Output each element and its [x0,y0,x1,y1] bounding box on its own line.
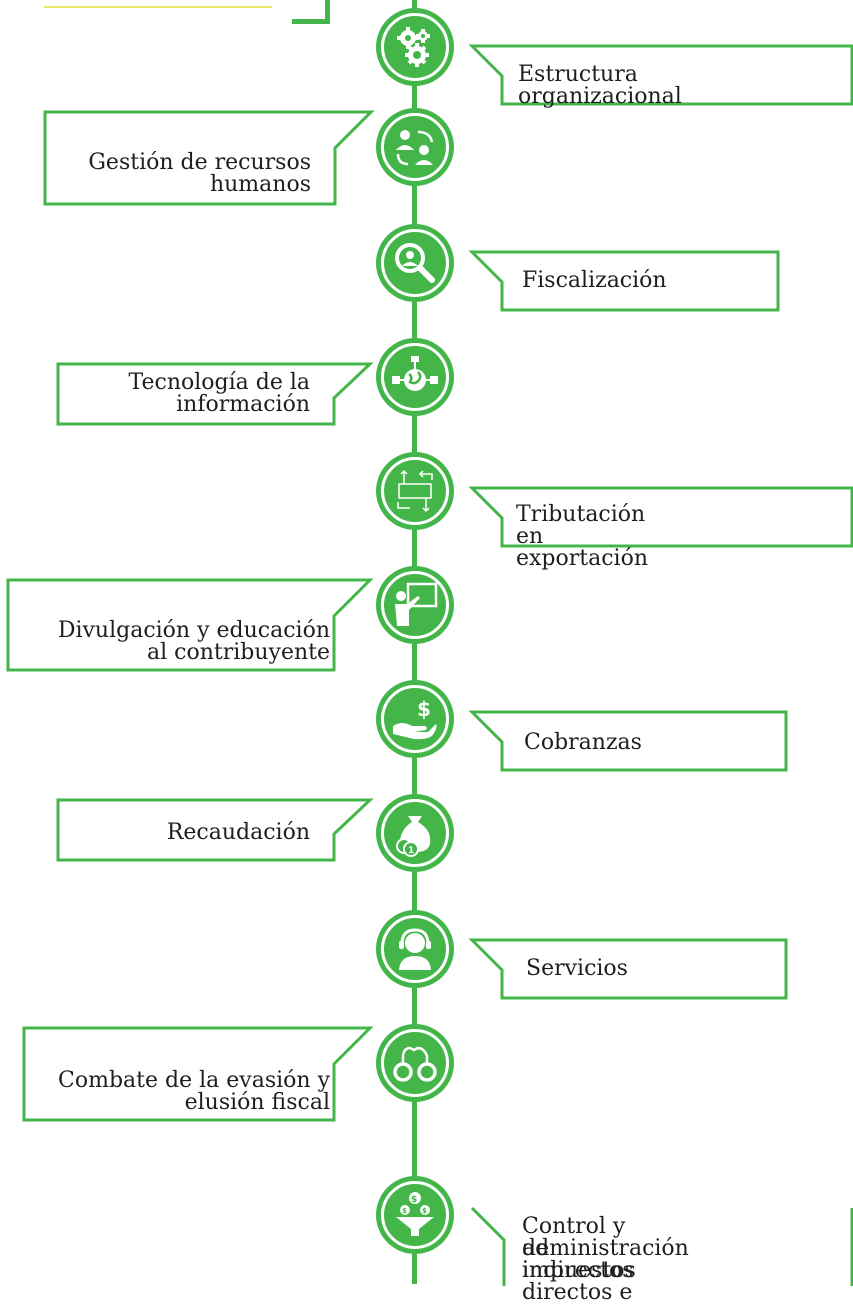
item-label-line2: elusión fiscal [184,1090,330,1115]
top-bracket [292,0,330,24]
node-9 [376,910,454,988]
node-8: 1 [376,794,454,872]
top-divider [44,6,272,8]
globe-network-icon [392,356,438,391]
svg-text:$: $ [422,1207,427,1215]
node-3 [376,224,454,302]
item-label: Estructura organizacional [518,62,682,109]
item-label: Fiscalización [522,268,667,293]
headset-agent-icon [399,928,431,970]
node-6 [376,566,454,644]
svg-text:1: 1 [408,846,414,856]
node-7: $ [376,680,454,758]
item-label-line1: Divulgación y educación [57,618,330,643]
people-exchange-icon [396,130,434,166]
svg-text:$: $ [417,697,431,721]
money-bag-icon: 1 [396,816,431,857]
item-label: Recaudación [166,820,310,845]
item-label-line1: Gestión de recursos [88,150,311,175]
node-5 [376,452,454,530]
item-label-line1: Combate de la evasión y [58,1068,330,1093]
gears-icon [397,27,430,67]
funnel-coins-icon: $ $ $ [396,1192,434,1236]
item-label-line2: al contribuyente [146,640,330,665]
handcuffs-icon [393,1046,437,1082]
item-label: Servicios [526,956,628,981]
magnifier-person-icon [395,243,435,283]
node-11: $ $ $ [376,1176,454,1254]
item-label: Cobranzas [524,730,642,755]
svg-text:$: $ [411,1195,417,1205]
node-1 [376,8,454,86]
teacher-board-icon [395,582,438,626]
node-4 [376,338,454,416]
node-10 [376,1024,454,1102]
hand-dollar-icon: $ [393,697,437,740]
item-label-line3: indirectos [522,1258,634,1283]
node-2 [376,108,454,186]
item-label-line1: Control y administración [522,1214,689,1261]
item-label-line2: humanos [209,172,311,197]
item-label-line2: información [176,392,310,417]
item-label: Tributación en exportación [516,502,648,571]
flow-arrows-icon [397,469,433,513]
svg-text:$: $ [402,1207,407,1215]
item-label-line1: Tecnología de la [128,370,310,395]
